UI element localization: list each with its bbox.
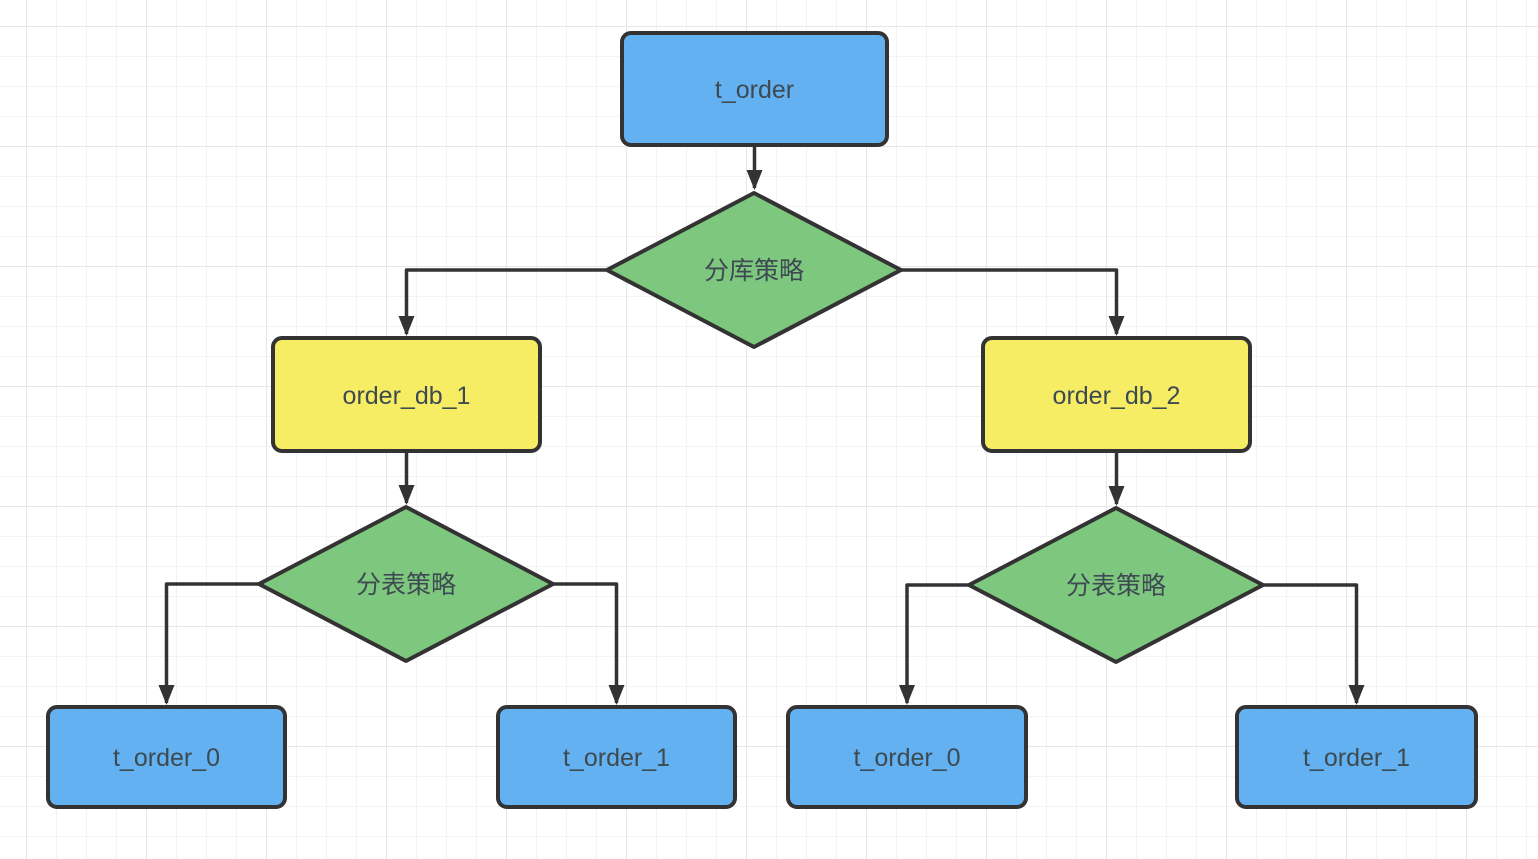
t-order-0-right-box [786, 705, 1028, 809]
node-db-strategy: 分库策略 [605, 191, 903, 349]
edge-tablestrategy-right-to-torder1 [1263, 583, 1365, 705]
edge-dbstrategy-to-orderdb2 [901, 268, 1125, 336]
node-t-order-0-right: t_order_0 [786, 705, 1028, 809]
t-order-1-left-box [496, 705, 737, 809]
node-t-order-0-left: t_order_0 [46, 705, 287, 809]
t-order-label: t_order [715, 76, 794, 104]
t-order-0-right-label: t_order_0 [853, 744, 960, 772]
table-strategy-right-label: 分表策略 [1066, 572, 1166, 600]
nodes-layer: t_order 分库策略 order_db_1 order_db_2 分表策略 [46, 31, 1478, 809]
edge-tablestrategy-right-to-torder0 [899, 583, 969, 705]
table-strategy-left-label: 分表策略 [356, 571, 456, 599]
order-db-1-box [271, 336, 542, 453]
edge-tablestrategy-left-to-torder0 [158, 582, 259, 705]
t-order-1-left-label: t_order_1 [563, 744, 670, 772]
order-db-2-label: order_db_2 [1053, 382, 1181, 410]
t-order-0-left-box [46, 705, 287, 809]
edges-layer [158, 146, 1365, 705]
order-db-2-box [981, 336, 1252, 453]
db-strategy-label: 分库策略 [704, 257, 804, 285]
node-t-order-1-left: t_order_1 [496, 705, 737, 809]
table-strategy-right-diamond [967, 506, 1265, 664]
t-order-0-left-label: t_order_0 [113, 744, 220, 772]
node-order-db-1: order_db_1 [271, 336, 542, 453]
node-table-strategy-right: 分表策略 [967, 506, 1265, 664]
node-order-db-2: order_db_2 [981, 336, 1252, 453]
edge-dbstrategy-to-orderdb1 [398, 268, 607, 336]
t-order-box [620, 31, 889, 147]
t-order-1-right-label: t_order_1 [1303, 744, 1410, 772]
node-t-order-1-right: t_order_1 [1235, 705, 1478, 809]
table-strategy-left-diamond [257, 505, 555, 663]
db-strategy-diamond [605, 191, 903, 349]
order-db-1-label: order_db_1 [343, 382, 471, 410]
node-t-order: t_order [620, 31, 889, 147]
t-order-1-right-box [1235, 705, 1478, 809]
node-table-strategy-left: 分表策略 [257, 505, 555, 663]
edge-tablestrategy-left-to-torder1 [553, 582, 625, 705]
